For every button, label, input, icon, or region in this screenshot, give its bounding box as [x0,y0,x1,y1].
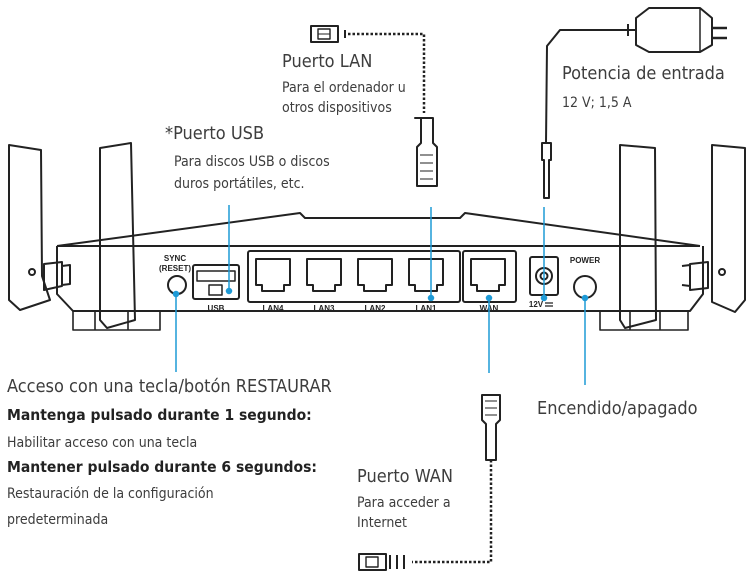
power-adapter [541,7,727,199]
reset-hold-1s-desc: Habilitar acceso con una tecla [7,435,198,451]
power-panel-label: POWER [570,256,600,265]
reset-button-title: Acceso con una tecla/botón RESTAURAR [7,376,332,397]
wan-cable [358,394,501,571]
dc-label: 12V [529,300,544,309]
usb-port-title: *Puerto USB [165,123,265,144]
antenna-right-outer [711,144,746,313]
lan2-label: LAN2 [365,304,386,313]
lan-port-4 [255,258,291,292]
usb-port [192,264,240,300]
wan-port-desc-1: Para acceder a [357,495,451,511]
antenna-left-outer [8,144,51,311]
power-input-title: Potencia de entrada [562,63,725,84]
lan3-label: LAN3 [314,304,335,313]
antenna-right-hinge [681,261,726,291]
lan-port-title: Puerto LAN [282,51,373,72]
antenna-left-inner [99,142,136,329]
antenna-left-hinge [28,261,71,291]
lan-port-2 [357,258,393,292]
router-body [56,212,704,331]
power-button-callout-dot [581,294,589,302]
lan-port-3 [306,258,342,292]
power-button-title: Encendido/apagado [537,398,698,419]
power-input-desc: 12 V; 1,5 A [562,95,632,111]
antenna-right-inner [619,144,657,329]
lan-cable [310,25,438,187]
reset-hold-6s-label: Mantener pulsado durante 6 segundos: [7,458,317,476]
reset-hold-1s-label: Mantenga pulsado durante 1 segundo: [7,406,312,424]
wan-callout-dot [485,294,493,302]
lan-port-group [247,250,461,303]
reset-hold-6s-desc-2: predeterminada [7,512,109,528]
usb-port-desc-1: Para discos USB o discos [174,154,330,170]
power-input-callout-dot [540,294,548,302]
reset-label: (RESET) [159,264,191,273]
usb-port-desc-2: duros portátiles, etc. [174,176,305,192]
lan-port-desc-2: otros dispositivos [282,100,392,116]
wan-port-desc-2: Internet [357,515,407,531]
sync-label: SYNC [164,254,186,263]
wan-port-title: Puerto WAN [357,466,453,487]
reset-callout-dot [172,290,180,298]
lan-port-1 [408,258,444,292]
usb-panel-label: USB [208,304,225,313]
lan4-label: LAN4 [263,304,284,313]
lan-port-desc-1: Para el ordenador u [282,80,406,96]
reset-hold-6s-desc-1: Restauración de la configuración [7,486,214,502]
power-button [573,275,597,299]
lan1-label: LAN1 [416,304,437,313]
wan-port [462,250,517,303]
lan-callout-dot [427,294,435,302]
usb-callout-dot [225,287,233,295]
callout-lines [172,205,589,385]
